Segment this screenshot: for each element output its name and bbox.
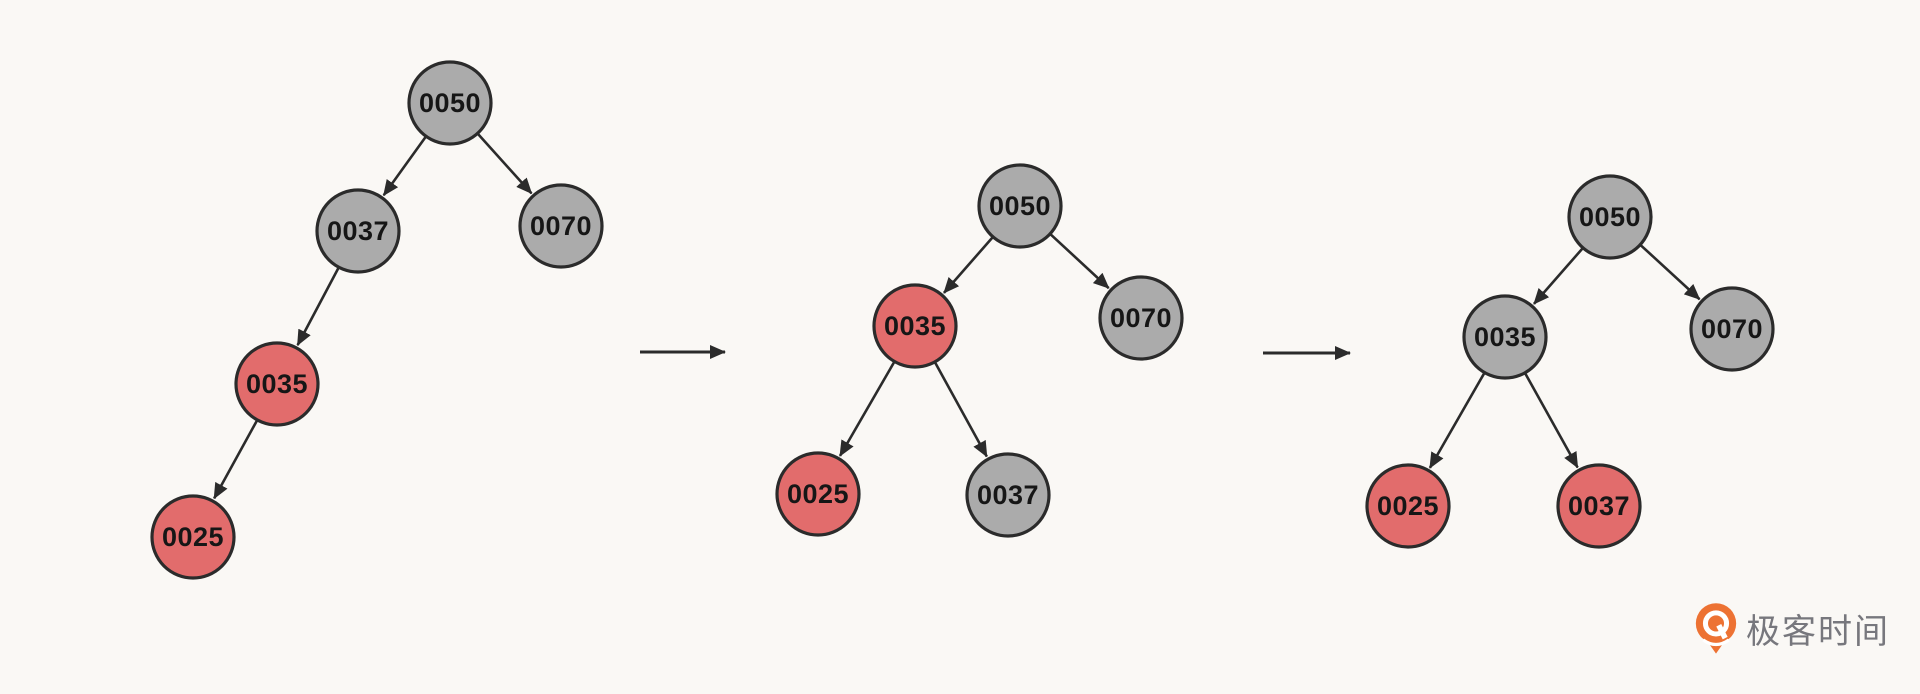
node-0050 [407,60,493,146]
node-label-0035: 0035 [1474,322,1536,352]
edge-arrow-0050-to-0070 [477,133,533,195]
node-0070 [1098,275,1184,361]
node-0050 [1567,174,1653,260]
logo-text: 极客时间 [1746,612,1890,651]
node-label-0025: 0025 [162,522,224,552]
edge-arrow-0035-to-0025 [213,420,258,500]
edge-arrow-0050-to-0070 [1049,233,1110,290]
edge-arrow-0035-to-0037 [1524,373,1579,469]
node-label-0050: 0050 [1579,202,1641,232]
edge-arrow-0050-to-0070 [1640,244,1701,301]
edge-arrow-0050-to-0035 [942,236,994,294]
edge-arrow-0050-to-0037 [382,136,427,197]
node-label-0037: 0037 [977,480,1039,510]
node-0037 [965,452,1051,538]
edge-arrow-0035-to-0025 [1428,372,1486,469]
edge-arrow-0037-to-0035 [296,267,340,346]
node-0037 [1556,463,1642,549]
node-0025 [1365,463,1451,549]
edge-arrow-0035-to-0037 [934,362,988,458]
node-0070 [518,183,604,269]
geektime-logo: 极客时间 [1694,600,1890,656]
node-label-0070: 0070 [1110,303,1172,333]
tree-step-3: 0050 0035 0070 0025 0037 [1365,174,1775,549]
node-label-0037: 0037 [1568,491,1630,521]
tree-step-1: 0050 0037 0070 0035 0025 [150,60,604,580]
edge-arrow-0050-to-0035 [1532,247,1584,305]
edge-arrow-0035-to-0025 [838,361,896,457]
node-label-0070: 0070 [1701,314,1763,344]
node-label-0050: 0050 [419,88,481,118]
tree-step-2: 0050 0035 0070 0025 0037 [775,163,1184,538]
node-0035 [1462,294,1548,380]
node-label-0025: 0025 [787,479,849,509]
node-label-0025: 0025 [1377,491,1439,521]
node-0050 [977,163,1063,249]
node-0025 [150,494,236,580]
node-0025 [775,451,861,537]
geektime-pin-icon [1695,603,1737,654]
node-0070 [1689,286,1775,372]
node-label-0035: 0035 [884,311,946,341]
node-0037 [315,188,401,274]
node-label-0070: 0070 [530,211,592,241]
node-label-0035: 0035 [246,369,308,399]
node-label-0050: 0050 [989,191,1051,221]
node-0035 [872,283,958,369]
node-0035 [234,341,320,427]
node-label-0037: 0037 [327,216,389,246]
